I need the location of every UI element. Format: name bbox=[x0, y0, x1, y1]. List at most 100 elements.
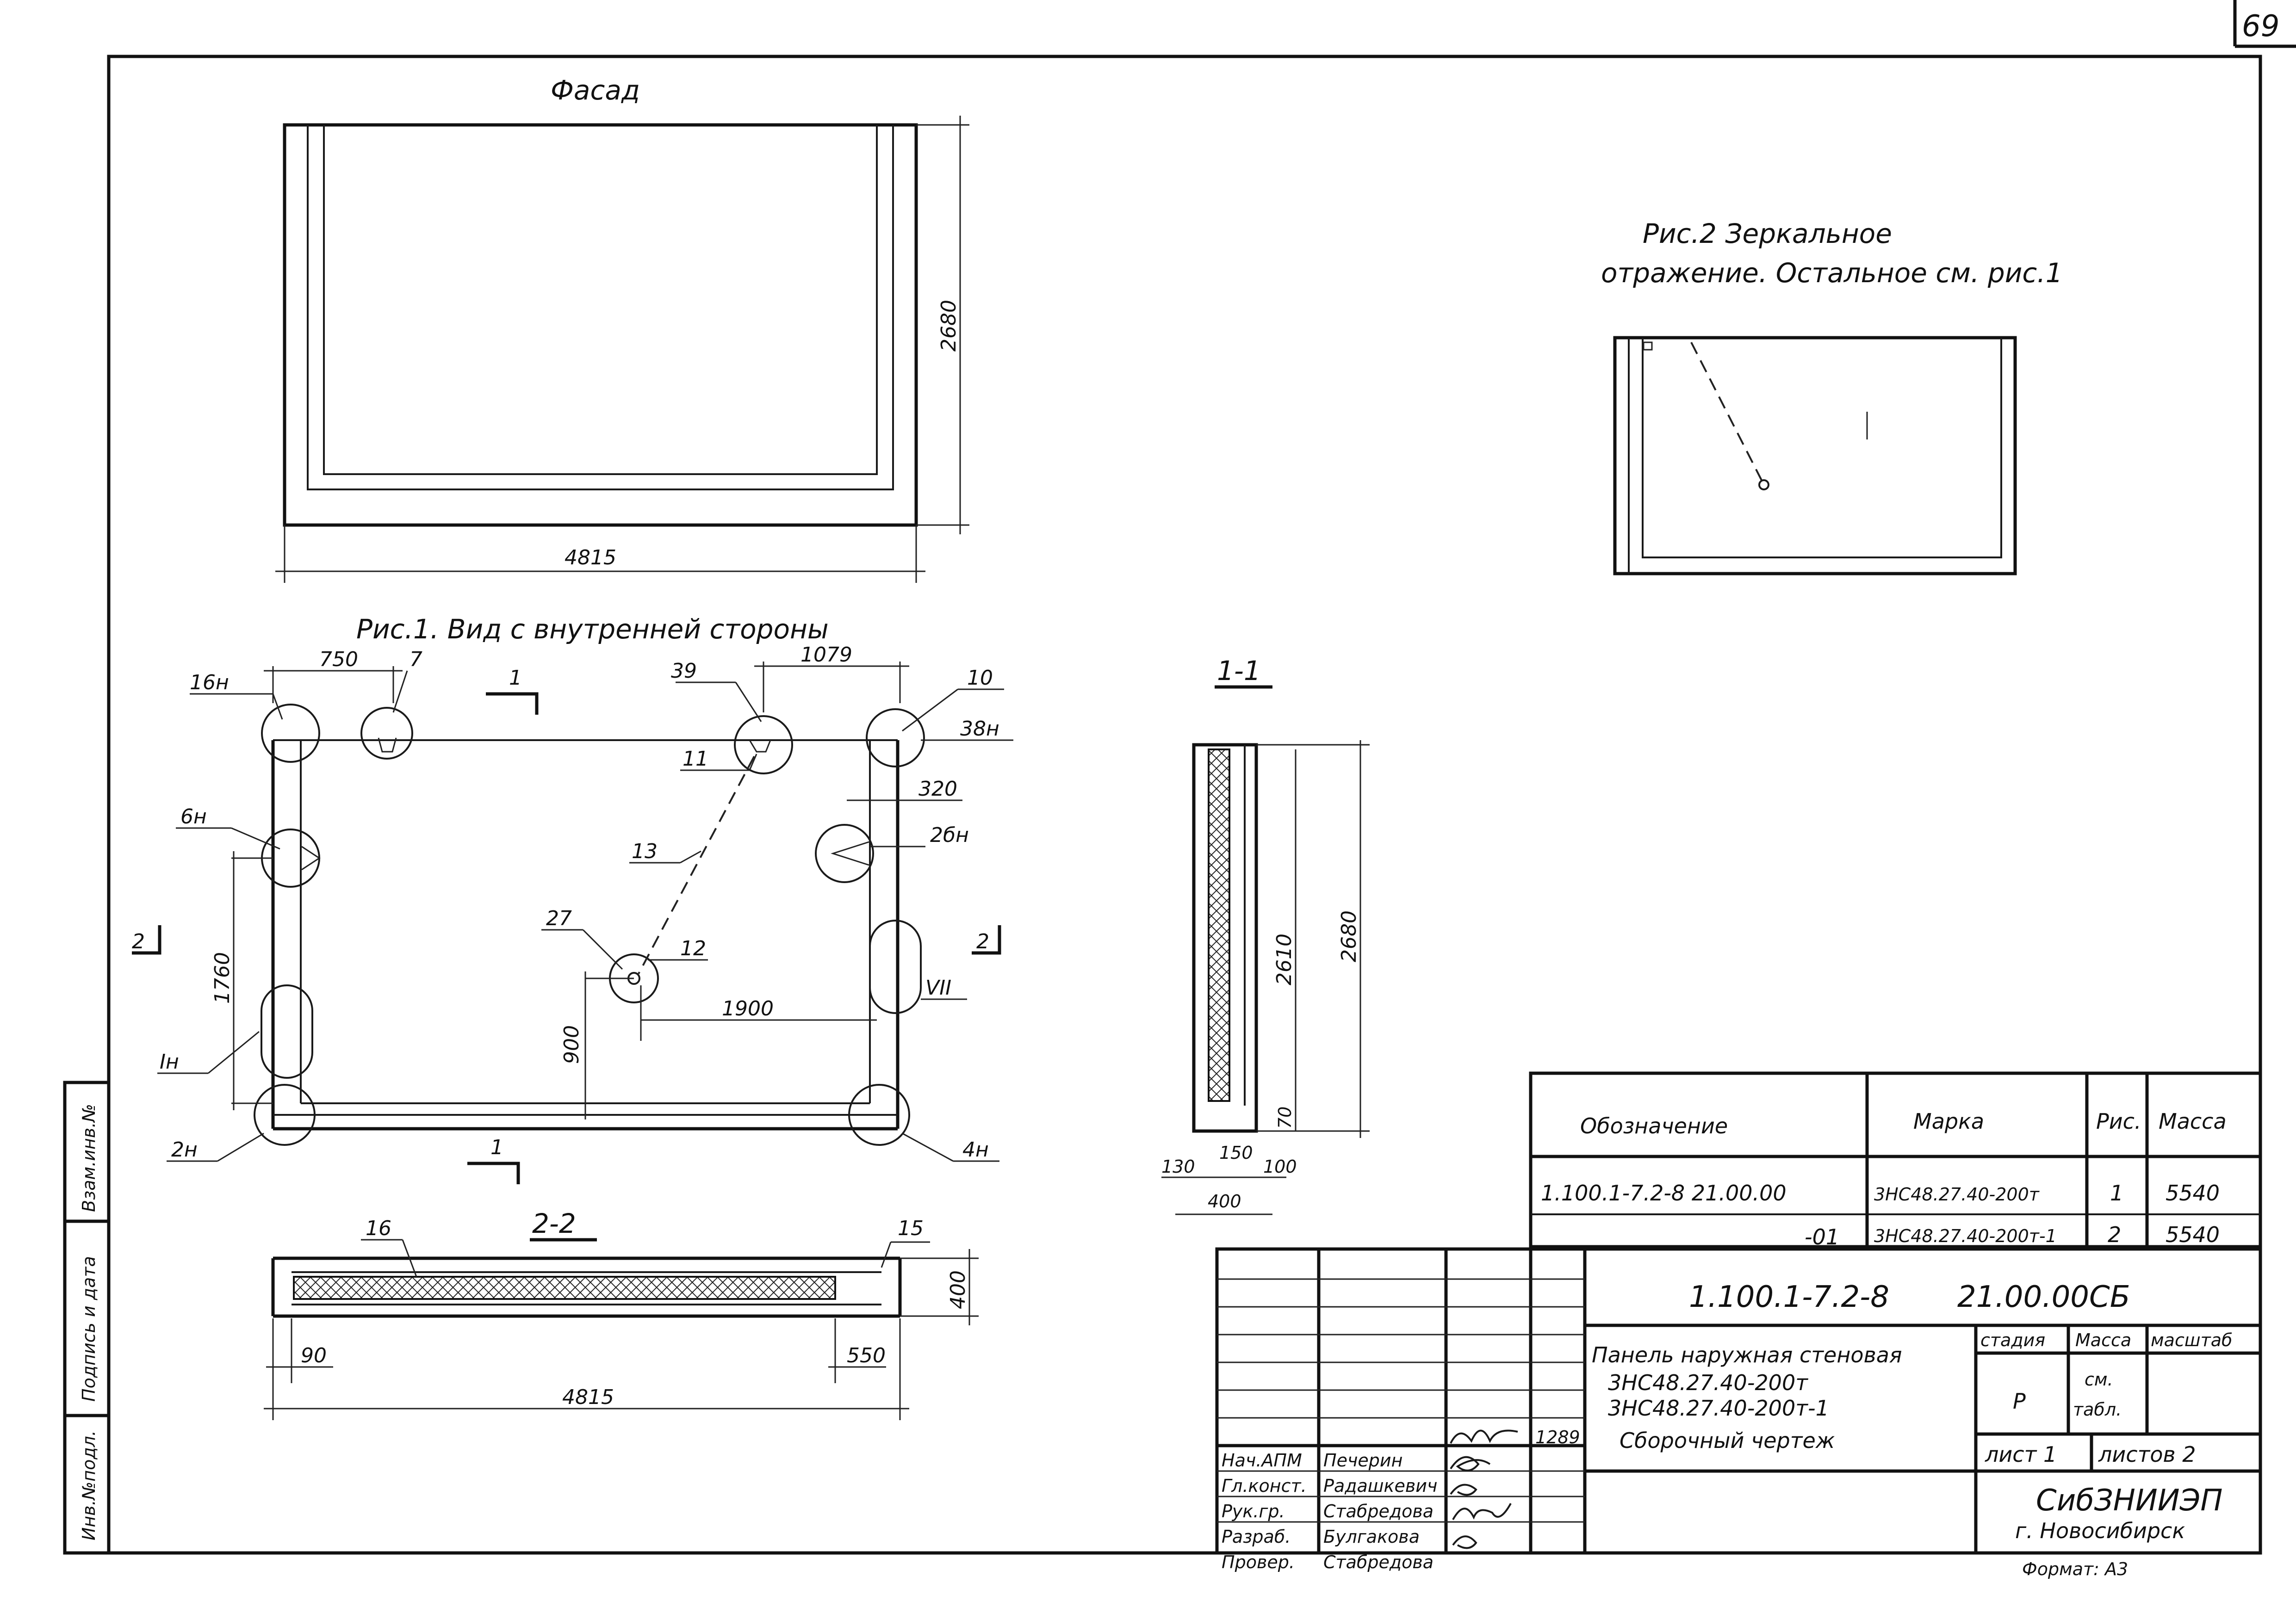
section11-dim-2610: 2610 bbox=[1272, 934, 1296, 985]
fig1-dim-320: 320 bbox=[918, 777, 957, 801]
tb-signer4-name: Булгакова bbox=[1323, 1527, 1420, 1547]
spec-row1-designation: 1.100.1-7.2-8 21.00.00 bbox=[1541, 1181, 1787, 1206]
page-number: 69 bbox=[2242, 9, 2279, 43]
tb-scale-header: масштаб bbox=[2151, 1330, 2232, 1350]
tb-mass-line1: см. bbox=[2085, 1369, 2113, 1390]
section22-dim-550: 550 bbox=[847, 1344, 886, 1367]
facade-title: Фасад bbox=[551, 74, 640, 106]
tb-sheet: лист 1 bbox=[1985, 1442, 2057, 1467]
spec-row2-mass: 5540 bbox=[2166, 1222, 2220, 1247]
side-stamp-inv: Инв.№подл. bbox=[79, 1430, 99, 1540]
fig1-label-6n: 6н bbox=[180, 805, 207, 829]
side-stamp: Инв.№подл. Подпись и дата Взам.инв.№ bbox=[63, 1081, 111, 1555]
spec-header-mark: Марка bbox=[1913, 1109, 1984, 1134]
signature-3 bbox=[1450, 1484, 1477, 1496]
fig1-label-27: 27 bbox=[546, 907, 572, 930]
signature-1 bbox=[1450, 1429, 1518, 1444]
fig1-label-1n: Iн bbox=[160, 1050, 179, 1074]
spec-row2-mark: 3НС48.27.40-200т-1 bbox=[1874, 1226, 2057, 1246]
fig1-view: Рис.1. Вид с внутренней стороны 750 bbox=[132, 613, 1013, 1184]
fig1-label-4n: 4н bbox=[962, 1138, 989, 1162]
side-stamp-sign: Подпись и дата bbox=[79, 1256, 99, 1402]
facade-view: Фасад 2680 4815 bbox=[275, 74, 969, 583]
tb-org: СибЗНИИЭП bbox=[2036, 1484, 2222, 1518]
section11-dim-150: 150 bbox=[1219, 1143, 1253, 1163]
tb-doc-suffix: 21.00.00СБ bbox=[1957, 1280, 2130, 1314]
fig1-label-2b: 2 bbox=[976, 930, 989, 953]
spec-row1-mass: 5540 bbox=[2166, 1181, 2220, 1206]
tb-city: г. Новосибирск bbox=[2015, 1518, 2185, 1543]
signature-2 bbox=[1450, 1456, 1491, 1472]
fig1-label-2n: 2н bbox=[171, 1138, 198, 1162]
fig1-dim-1760: 1760 bbox=[211, 952, 234, 1004]
title-block: 1.100.1-7.2-8 21.00.00СБ Панель наружная… bbox=[1215, 1247, 2262, 1579]
tb-signer2-role: Гл.конст. bbox=[1222, 1476, 1307, 1496]
fig1-label-26n: 2бн bbox=[930, 823, 969, 847]
fig1-label-2a: 2 bbox=[132, 930, 145, 953]
section11-dim-130: 130 bbox=[1161, 1156, 1195, 1177]
fig1-label-7: 7 bbox=[410, 648, 422, 671]
tb-signer5-role: Провер. bbox=[1222, 1552, 1295, 1572]
tb-format: Формат: А3 bbox=[2022, 1559, 2128, 1579]
fig1-label-39: 39 bbox=[671, 659, 697, 683]
tb-signer1-date: 1289 bbox=[1535, 1427, 1580, 1447]
tb-stage: Р bbox=[2013, 1389, 2026, 1414]
fig1-dim-1900: 1900 bbox=[722, 997, 774, 1020]
section-2-2-title: 2-2 bbox=[532, 1208, 576, 1239]
tb-signer1-name: Печерин bbox=[1323, 1450, 1402, 1471]
drawing-frame bbox=[107, 55, 2262, 1555]
tb-name-line3: 3НС48.27.40-200т-1 bbox=[1608, 1396, 1829, 1421]
section-2-2: 2-2 16 15 400 90 550 4815 bbox=[264, 1208, 979, 1420]
fig2-view: Рис.2 Зеркальное отражение. Остальное см… bbox=[1601, 218, 2063, 575]
fig1-label-16n: 16н bbox=[190, 671, 229, 694]
section11-dim-70: 70 bbox=[1275, 1107, 1295, 1129]
tb-stage-header: стадия bbox=[1980, 1330, 2045, 1350]
spec-header-designation: Обозначение bbox=[1580, 1113, 1728, 1138]
fig1-label-10: 10 bbox=[967, 666, 993, 690]
spec-row1-fig: 1 bbox=[2110, 1181, 2123, 1206]
tb-signer1-role: Нач.АПМ bbox=[1222, 1450, 1302, 1471]
fig1-label-13: 13 bbox=[632, 840, 658, 863]
spec-header-mass: Масса bbox=[2159, 1109, 2227, 1134]
facade-width-dim: 4815 bbox=[565, 546, 616, 569]
side-stamp-replace: Взам.инв.№ bbox=[79, 1104, 99, 1212]
section22-label-16: 16 bbox=[366, 1217, 391, 1240]
signature-5 bbox=[1452, 1535, 1477, 1549]
tb-doc-code: 1.100.1-7.2-8 bbox=[1689, 1280, 1889, 1314]
fig1-dim-1079: 1079 bbox=[800, 643, 852, 667]
facade-height-dim: 2680 bbox=[937, 300, 961, 352]
section11-dim-100: 100 bbox=[1263, 1156, 1297, 1177]
fig1-dim-900: 900 bbox=[560, 1025, 583, 1064]
section22-dim-90: 90 bbox=[301, 1344, 327, 1367]
section22-dim-400: 400 bbox=[946, 1270, 970, 1309]
fig1-label-1b: 1 bbox=[490, 1136, 503, 1159]
section11-dim-2680: 2680 bbox=[1337, 910, 1361, 962]
tb-name-line4: Сборочный чертеж bbox=[1620, 1428, 1835, 1453]
tb-mass-line2: табл. bbox=[2073, 1399, 2122, 1420]
fig1-label-38n: 38н bbox=[960, 717, 999, 741]
spec-table: Обозначение Марка Рис. Масса 1.100.1-7.2… bbox=[1529, 1071, 2262, 1249]
fig1-label-1a: 1 bbox=[509, 666, 522, 690]
section-1-1-title: 1-1 bbox=[1217, 655, 1261, 686]
section22-label-15: 15 bbox=[898, 1217, 924, 1240]
fig2-title-line1: Рис.2 Зеркальное bbox=[1643, 218, 1892, 249]
spec-row1-mark: 3НС48.27.40-200т bbox=[1874, 1184, 2040, 1205]
tb-signer4-role: Разраб. bbox=[1222, 1527, 1291, 1547]
spec-header-fig: Рис. bbox=[2096, 1109, 2141, 1134]
tb-signer5-name: Стабредова bbox=[1323, 1552, 1433, 1572]
section11-dim-400: 400 bbox=[1208, 1191, 1241, 1212]
fig1-title: Рис.1. Вид с внутренней стороны bbox=[356, 613, 829, 645]
tb-signer2-name: Радашкевич bbox=[1323, 1476, 1437, 1496]
spec-row2-fig: 2 bbox=[2108, 1222, 2121, 1247]
section22-dim-4815: 4815 bbox=[562, 1385, 614, 1409]
page-number-box: 69 bbox=[2233, 0, 2296, 48]
fig1-label-11: 11 bbox=[683, 747, 708, 771]
fig1-label-vii: VII bbox=[925, 976, 951, 1000]
tb-name-line1: Панель наружная стеновая bbox=[1592, 1342, 1902, 1367]
section-1-1: 1-1 2610 2680 70 130 150 100 400 bbox=[1161, 655, 1370, 1215]
fig2-title-line2: отражение. Остальное см. рис.1 bbox=[1601, 257, 2063, 289]
tb-signer3-name: Стабредова bbox=[1323, 1501, 1433, 1521]
tb-name-line2: 3НС48.27.40-200т bbox=[1608, 1370, 1808, 1395]
spec-row2-designation: -01 bbox=[1805, 1224, 1839, 1249]
